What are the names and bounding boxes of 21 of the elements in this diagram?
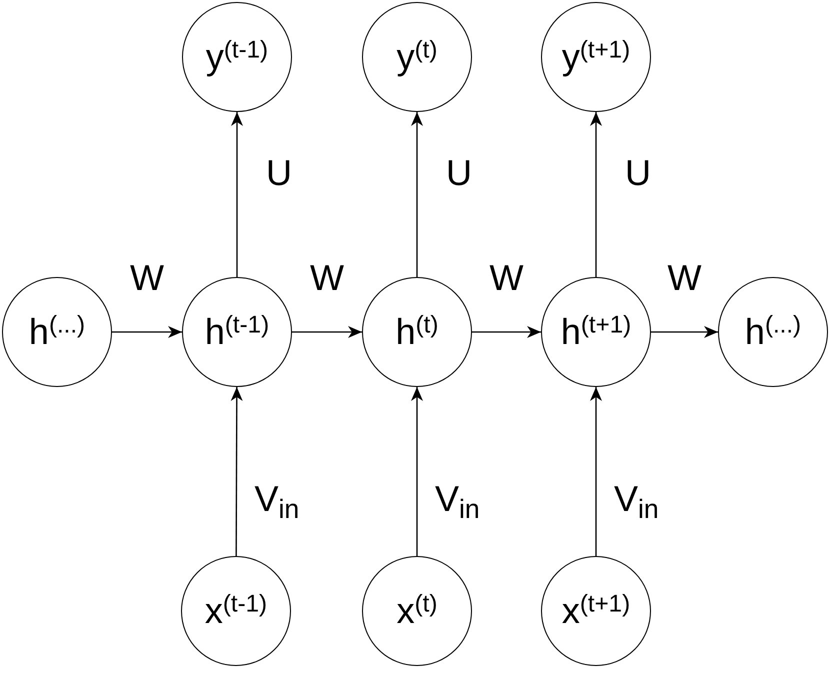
arrow (112, 326, 182, 338)
arrow (472, 326, 541, 338)
node-label: x$^{(t+1)}$ (562, 593, 630, 629)
node-label: h$^{(...)}$ (744, 314, 802, 350)
arrow (230, 387, 243, 556)
node-label: h$^{(t)}$ (396, 314, 438, 350)
node-label: h$^{(t-1)}$ (204, 314, 270, 350)
arrow (590, 112, 602, 277)
arrow (590, 387, 602, 556)
node-label: y$^{(t)}$ (396, 39, 438, 75)
node-label: y$^{(t-1)}$ (206, 39, 268, 75)
node-label: h$^{(t+1)}$ (560, 314, 632, 350)
node-label: y$^{(t+1)}$ (562, 39, 630, 75)
arrow (651, 326, 718, 338)
arrow (411, 387, 423, 556)
arrow (411, 112, 423, 277)
arrow (231, 112, 243, 277)
node-label: x$^{(t)}$ (396, 593, 438, 629)
node-label: x$^{(t-1)}$ (204, 593, 268, 629)
arrow (292, 326, 362, 338)
node-label: h$^{(...)}$ (28, 314, 86, 350)
